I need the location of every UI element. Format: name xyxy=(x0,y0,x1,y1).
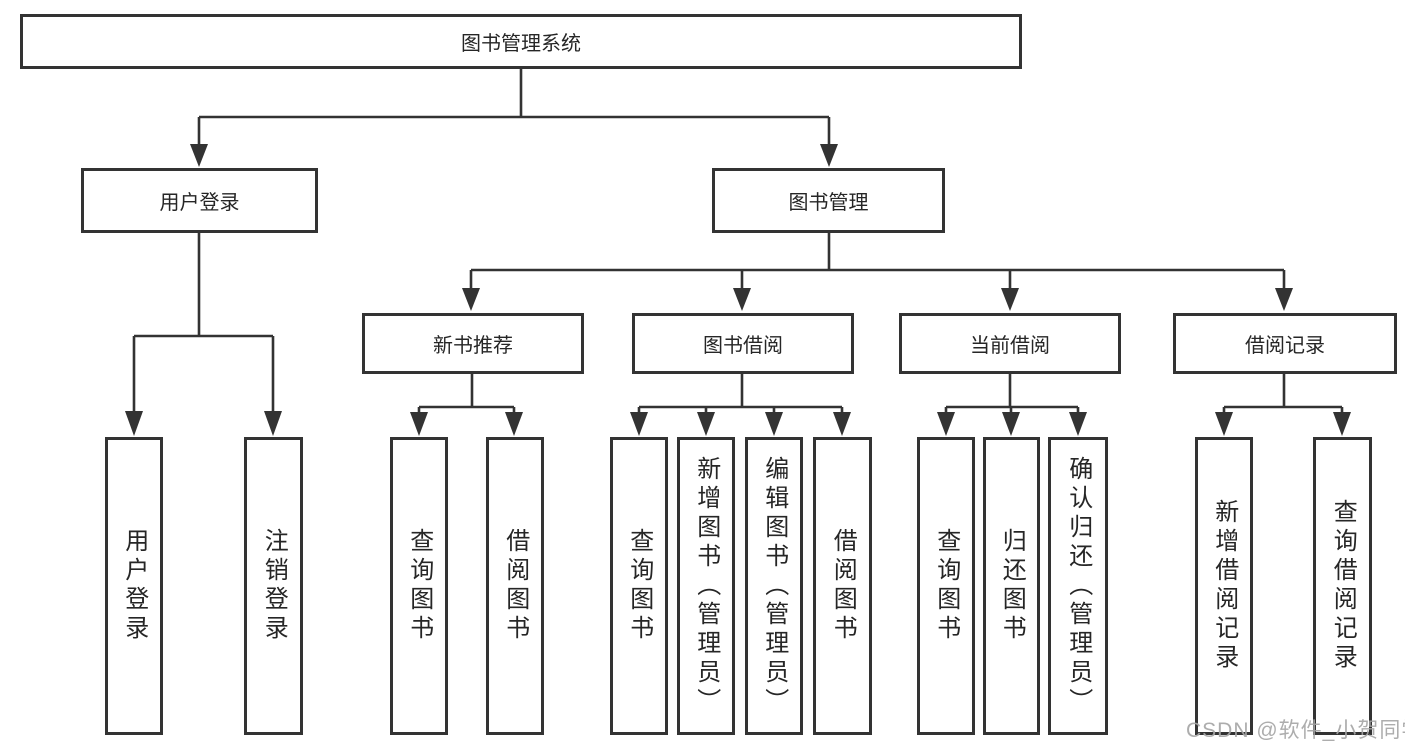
arrow-down-icon xyxy=(630,412,648,436)
node-current-borrowing: 当前借阅 xyxy=(899,313,1121,374)
leaf-borrow-books-2: 借阅图书 xyxy=(813,437,872,735)
connector-bookmgmt-to-level3 xyxy=(469,233,1286,290)
leaf-add-book-admin: 新增图书（管理员） xyxy=(677,437,735,735)
connector-root-to-level2 xyxy=(197,69,831,146)
arrow-down-icon xyxy=(1215,412,1233,436)
arrow-down-icon xyxy=(505,412,523,436)
arrow-down-icon xyxy=(733,288,751,311)
node-new-book-recommend: 新书推荐 xyxy=(362,313,584,374)
leaf-borrow-books-1: 借阅图书 xyxy=(486,437,544,735)
leaf-query-books-3: 查询图书 xyxy=(917,437,975,735)
connector-borrowrecords-to-leaves xyxy=(1222,374,1344,414)
connector-newbookrec-to-leaves xyxy=(417,374,516,414)
node-label: 归还图书 xyxy=(998,528,1026,644)
node-book-management: 图书管理 xyxy=(712,168,945,233)
arrow-down-icon xyxy=(697,412,715,436)
arrow-down-icon xyxy=(190,144,208,167)
arrow-down-icon xyxy=(833,412,851,436)
node-label: 查询图书 xyxy=(625,528,653,644)
arrow-down-icon xyxy=(410,412,428,436)
node-label: 新书推荐 xyxy=(433,335,513,357)
node-label: 图书管理系统 xyxy=(461,33,581,55)
arrow-down-icon xyxy=(125,411,143,436)
node-label: 查询图书 xyxy=(405,528,433,644)
leaf-logout: 注销登录 xyxy=(244,437,303,735)
leaf-return-book: 归还图书 xyxy=(983,437,1040,735)
node-library-management-system: 图书管理系统 xyxy=(20,14,1022,69)
leaf-edit-book-admin: 编辑图书（管理员） xyxy=(745,437,803,735)
arrow-down-icon xyxy=(1275,288,1293,311)
arrow-down-icon xyxy=(765,412,783,436)
node-label: 编辑图书（管理员） xyxy=(760,455,788,717)
node-label: 用户登录 xyxy=(120,528,148,644)
node-borrowing-records: 借阅记录 xyxy=(1173,313,1397,374)
node-label: 当前借阅 xyxy=(970,335,1050,357)
node-label: 借阅记录 xyxy=(1245,335,1325,357)
arrow-down-icon xyxy=(1069,412,1087,436)
node-label: 借阅图书 xyxy=(501,528,529,644)
node-user-login: 用户登录 xyxy=(81,168,318,233)
arrow-down-icon xyxy=(820,144,838,167)
node-label: 注销登录 xyxy=(260,528,288,644)
leaf-add-borrow-record: 新增借阅记录 xyxy=(1195,437,1253,735)
node-label: 图书借阅 xyxy=(703,335,783,357)
node-label: 新增图书（管理员） xyxy=(692,455,720,717)
node-label: 借阅图书 xyxy=(829,528,857,644)
connector-currentborrow-to-leaves xyxy=(944,374,1080,414)
watermark: CSDN @软件_小贺同学 xyxy=(1186,719,1405,742)
leaf-query-books-1: 查询图书 xyxy=(390,437,448,735)
leaf-user-login: 用户登录 xyxy=(105,437,163,735)
arrow-down-icon xyxy=(462,288,480,311)
node-label: 图书管理 xyxy=(788,192,869,214)
arrow-down-icon xyxy=(264,411,282,436)
connector-userlogin-to-leaves xyxy=(132,233,275,413)
leaf-query-borrow-record: 查询借阅记录 xyxy=(1313,437,1372,735)
arrow-down-icon xyxy=(1002,412,1020,436)
node-label: 查询图书 xyxy=(932,528,960,644)
node-label: 确认归还（管理员） xyxy=(1064,455,1092,717)
arrow-down-icon xyxy=(1333,412,1351,436)
node-label: 查询借阅记录 xyxy=(1329,499,1357,673)
leaf-query-books-2: 查询图书 xyxy=(610,437,668,735)
connector-bookborrow-to-leaves xyxy=(637,374,844,414)
node-label: 用户登录 xyxy=(159,192,240,214)
arrow-down-icon xyxy=(937,412,955,436)
arrowheads xyxy=(125,144,1351,436)
node-book-borrowing: 图书借阅 xyxy=(632,313,854,374)
arrow-down-icon xyxy=(1001,288,1019,311)
node-label: 新增借阅记录 xyxy=(1210,499,1238,673)
leaf-confirm-return-admin: 确认归还（管理员） xyxy=(1048,437,1108,735)
